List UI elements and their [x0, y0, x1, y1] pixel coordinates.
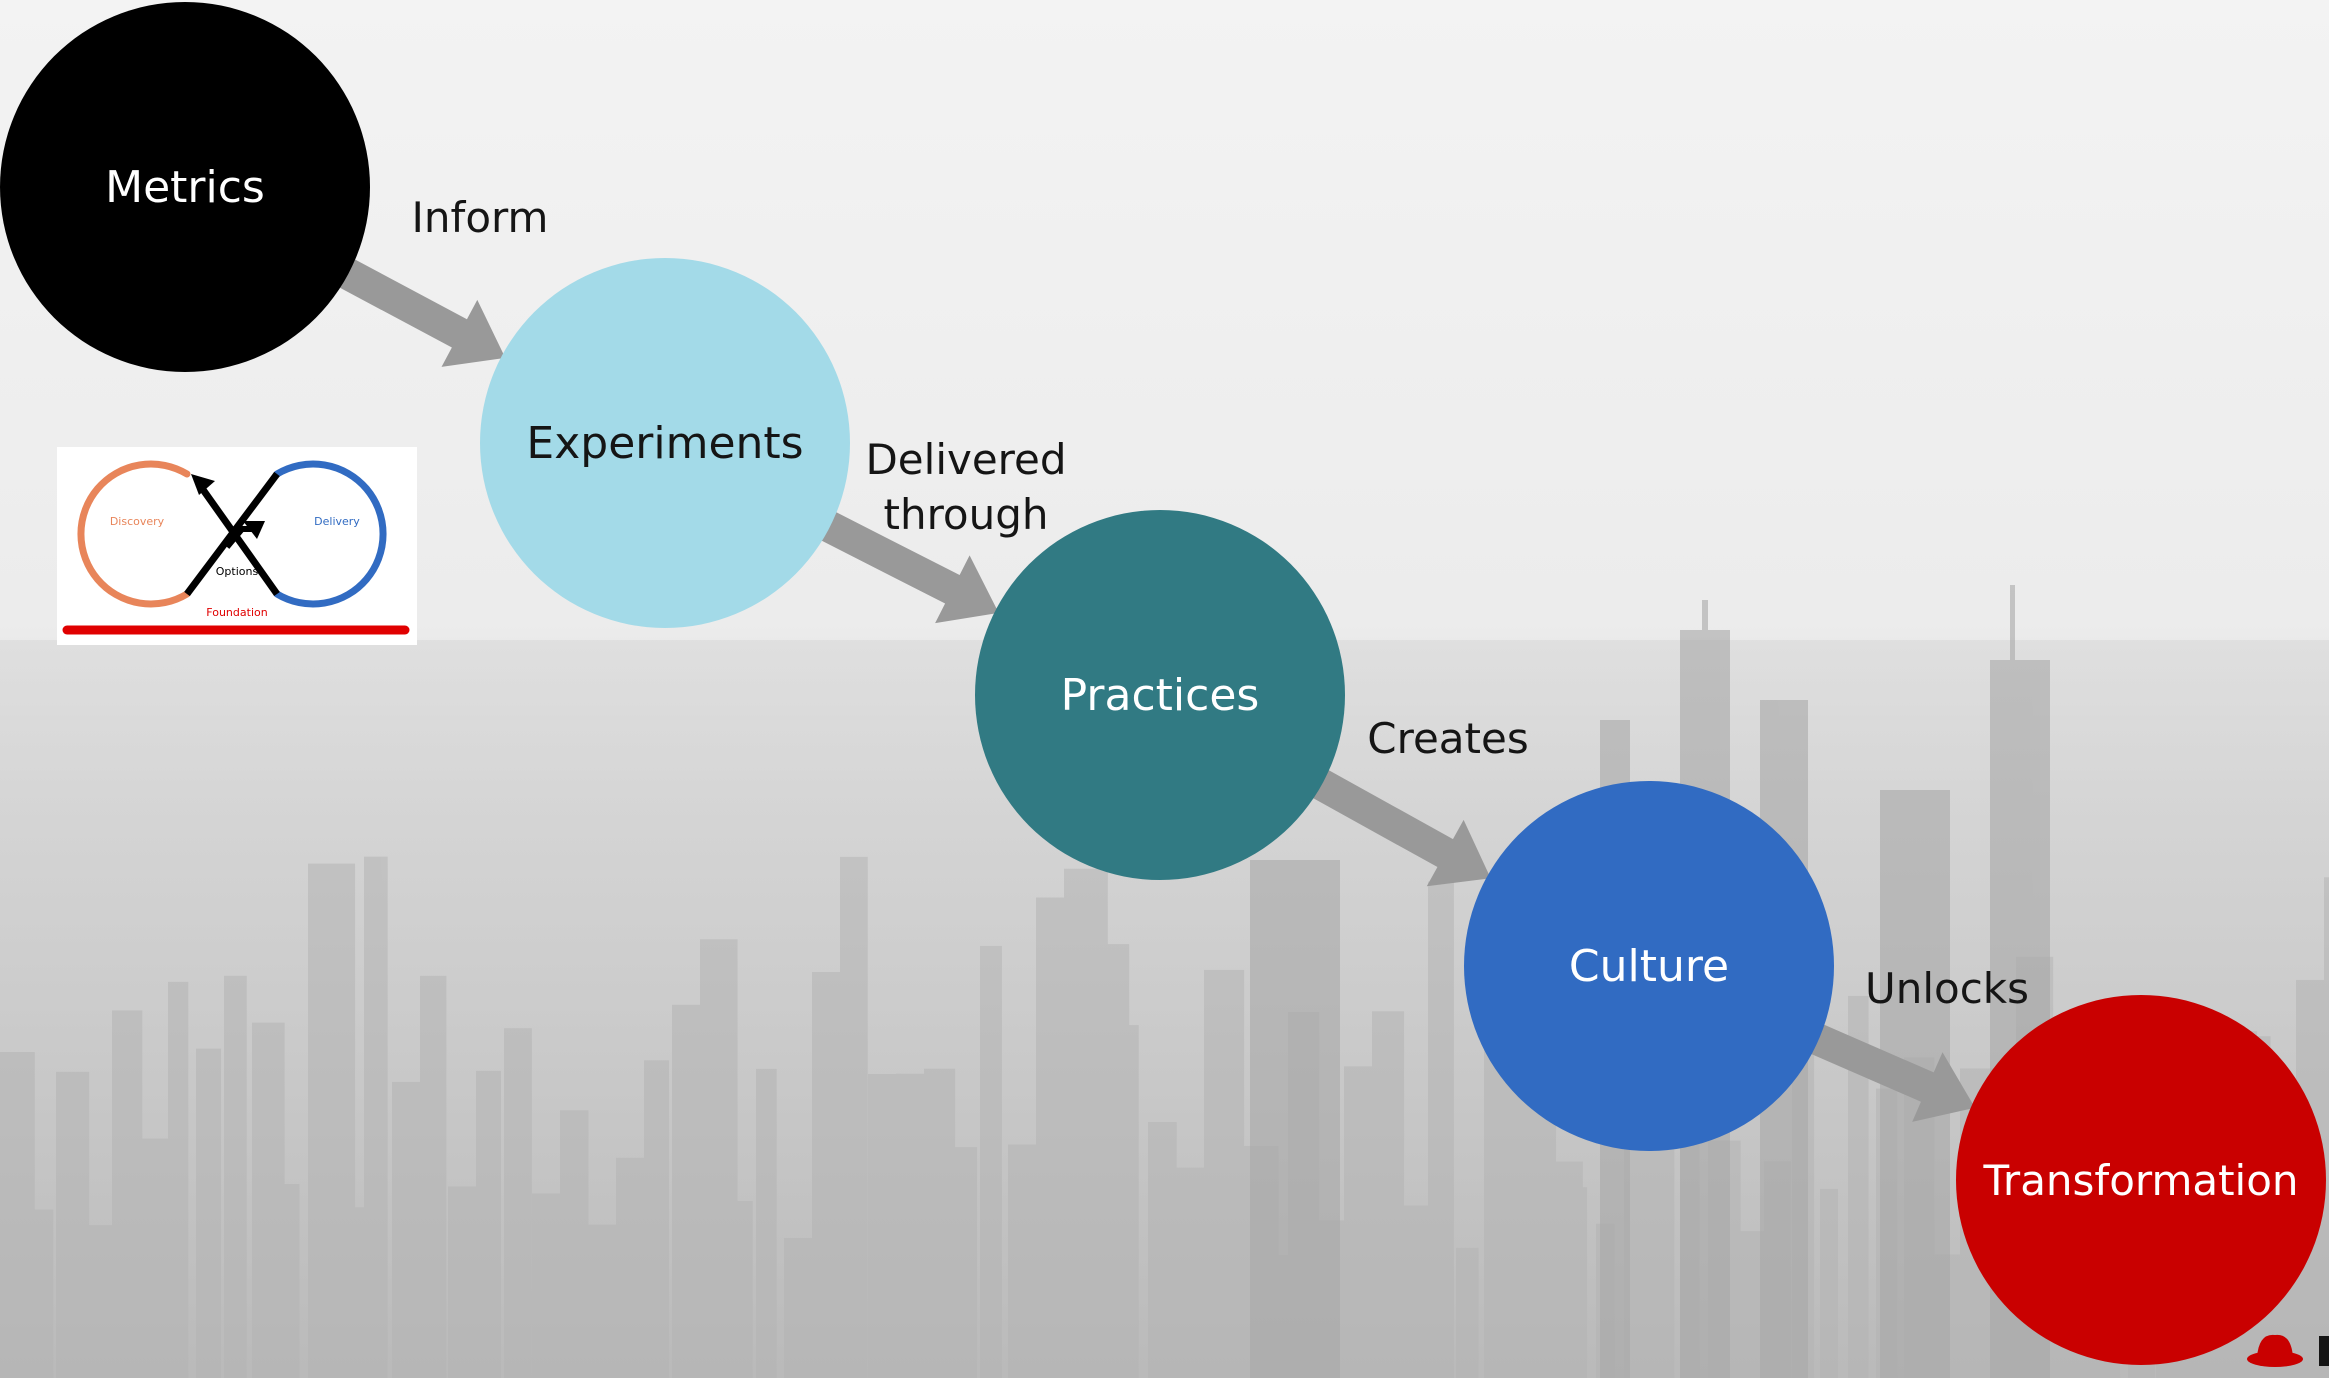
options-arrowhead-left-icon: [191, 474, 215, 495]
background-building: [784, 1237, 815, 1378]
background-building: [112, 1010, 143, 1378]
edge-label-experiments-to-practices: through: [883, 490, 1048, 539]
inset-foundation-label: Foundation: [206, 606, 267, 619]
inset-discovery-label: Discovery: [110, 515, 165, 528]
background-building: [1736, 1231, 1765, 1378]
background-building: [56, 1071, 90, 1378]
background-building: [1372, 1011, 1405, 1378]
background-building: [728, 1200, 753, 1378]
options-cross-line-b: [196, 481, 280, 597]
background-building: [868, 1073, 901, 1378]
background-building: [1120, 1025, 1139, 1378]
arrow-culture-to-transformation-icon: [1804, 1021, 1976, 1122]
background-building: [504, 1028, 532, 1378]
background-building: [672, 1004, 703, 1378]
arrow-practices-to-culture-icon: [1307, 766, 1491, 887]
discovery-loop: [77, 460, 191, 608]
edge-label-metrics-to-experiments: Inform: [412, 193, 549, 242]
background-building: [28, 1209, 54, 1378]
logo-text-fragment: [2319, 1336, 2329, 1366]
background-building: [196, 1048, 222, 1378]
background-building: [1568, 1187, 1588, 1378]
discovery-delivery-inset: Discovery Delivery Options Foundation: [57, 447, 417, 645]
background-building: [420, 975, 447, 1378]
node-label-experiments: Experiments: [526, 418, 803, 469]
background-building: [476, 1070, 501, 1378]
node-label-practices: Practices: [1061, 670, 1260, 721]
background-building: [168, 981, 189, 1378]
background-building: [952, 1147, 978, 1378]
arrow-experiments-to-practices-icon: [815, 509, 999, 624]
background-building: [280, 1183, 300, 1378]
background-building: [1428, 881, 1454, 1378]
node-experiments: [480, 258, 850, 628]
background-building: [336, 1207, 368, 1378]
background-building: [980, 945, 1002, 1378]
background-building: [364, 856, 388, 1378]
node-transformation: [1956, 995, 2326, 1365]
background-building: [1456, 1247, 1479, 1378]
background-building: [644, 1060, 670, 1378]
background-building: [756, 1068, 777, 1378]
node-culture: [1464, 781, 1834, 1151]
background-building: [924, 1068, 956, 1378]
node-practices: [975, 510, 1345, 880]
background-building: [1820, 1188, 1839, 1378]
red-hat-icon: [2247, 1334, 2303, 1367]
edge-label-practices-to-culture: Creates: [1367, 714, 1528, 763]
options-arrowhead-right-icon: [243, 521, 265, 539]
background-building: [840, 856, 868, 1378]
node-metrics: [0, 2, 370, 372]
node-label-transformation: Transformation: [1982, 1156, 2298, 1205]
background-building: [1176, 1167, 1206, 1378]
inset-delivery-label: Delivery: [314, 515, 360, 528]
background-building: [252, 1022, 285, 1378]
node-label-culture: Culture: [1569, 941, 1729, 992]
edge-label-experiments-to-practices: Delivered: [865, 435, 1066, 484]
background-building: [1148, 1122, 1177, 1378]
inset-options-label: Options: [216, 565, 259, 578]
background-building: [2324, 877, 2329, 1378]
background-building: [1848, 995, 1869, 1378]
node-label-metrics: Metrics: [105, 162, 265, 213]
background-building: [560, 1110, 589, 1378]
arrow-metrics-to-experiments-icon: [333, 256, 506, 367]
edge-label-culture-to-transformation: Unlocks: [1865, 964, 2029, 1013]
background-building: [224, 975, 247, 1378]
delivery-loop: [273, 460, 387, 608]
